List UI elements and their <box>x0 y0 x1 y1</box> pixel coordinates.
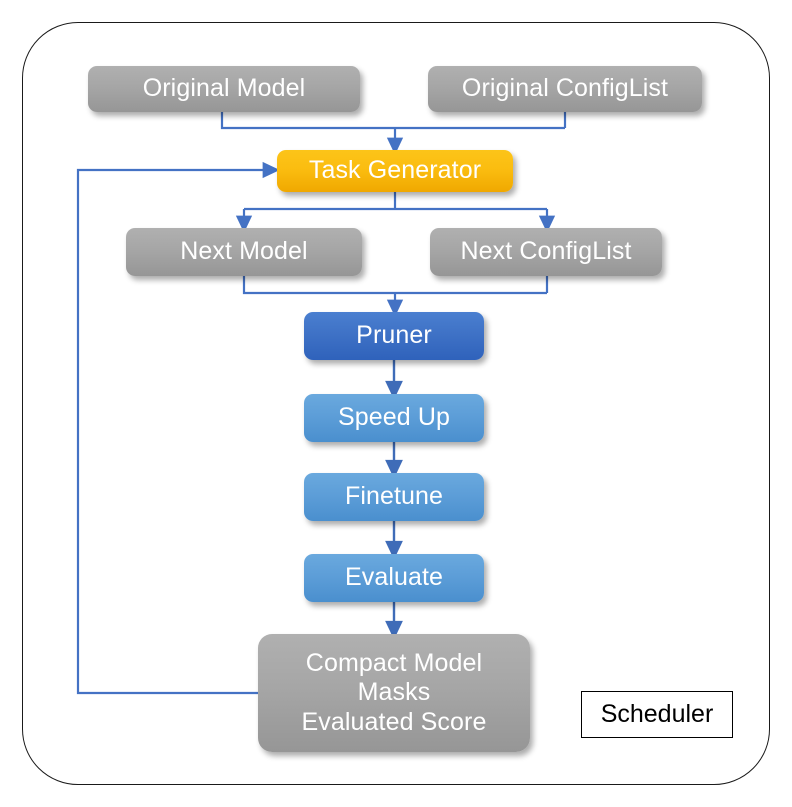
node-next-model[interactable]: Next Model <box>126 228 362 276</box>
node-task-generator[interactable]: Task Generator <box>277 150 513 192</box>
node-next-configlist[interactable]: Next ConfigList <box>430 228 662 276</box>
node-evaluate[interactable]: Evaluate <box>304 554 484 602</box>
node-original-model[interactable]: Original Model <box>88 66 360 112</box>
node-speed-up[interactable]: Speed Up <box>304 394 484 442</box>
node-pruner[interactable]: Pruner <box>304 312 484 360</box>
node-original-configlist[interactable]: Original ConfigList <box>428 66 702 112</box>
node-finetune[interactable]: Finetune <box>304 473 484 521</box>
scheduler-boundary-frame <box>22 22 770 785</box>
scheduler-caption-box: Scheduler <box>581 691 733 738</box>
node-compact-model-outputs[interactable]: Compact Model Masks Evaluated Score <box>258 634 530 752</box>
